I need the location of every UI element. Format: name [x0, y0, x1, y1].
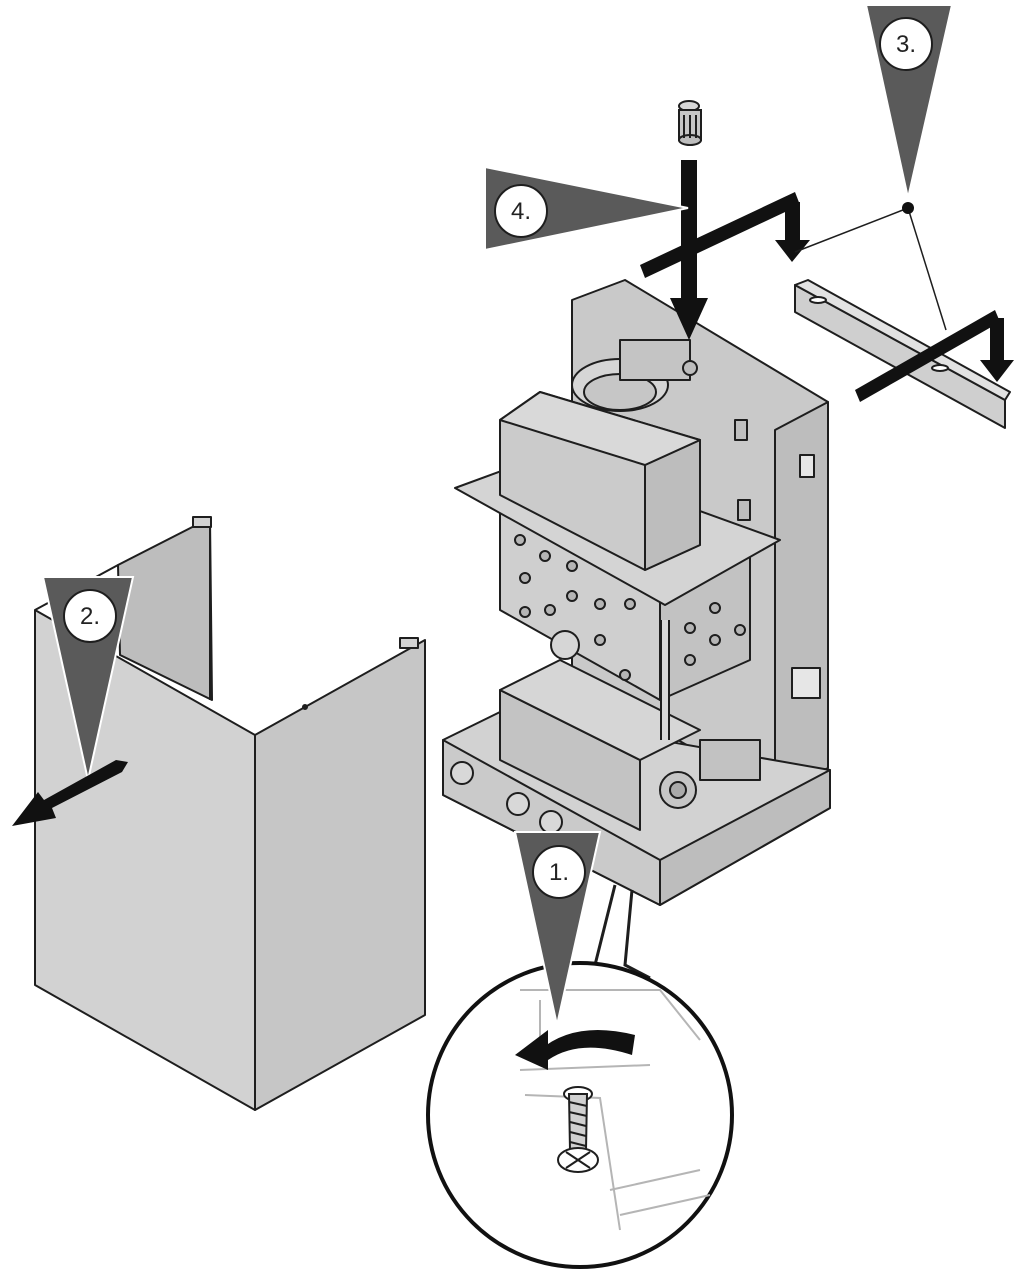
step-1-label: 1. [549, 859, 569, 886]
air-vent-cap [678, 100, 702, 146]
lift-arrows-icon [640, 192, 1014, 402]
step-3-leader [794, 207, 947, 331]
step-4-label: 4. [511, 198, 531, 225]
bracket-rail [794, 279, 1011, 429]
step-3-label: 3. [896, 31, 916, 58]
step-3-marker: 3. [864, 4, 954, 214]
step-2-label: 2. [80, 603, 100, 630]
rotate-arrow-icon [515, 1030, 635, 1070]
screw-icon [557, 1086, 599, 1173]
detail-circle [426, 961, 734, 1269]
insert-arrow-icon [670, 160, 708, 340]
step-4-marker: 4. [484, 165, 689, 252]
boiler-unit [442, 279, 831, 906]
step-1-marker: 1. [513, 831, 602, 1026]
pull-arrow-icon [12, 760, 128, 826]
step-2-marker: 2. [41, 576, 135, 781]
